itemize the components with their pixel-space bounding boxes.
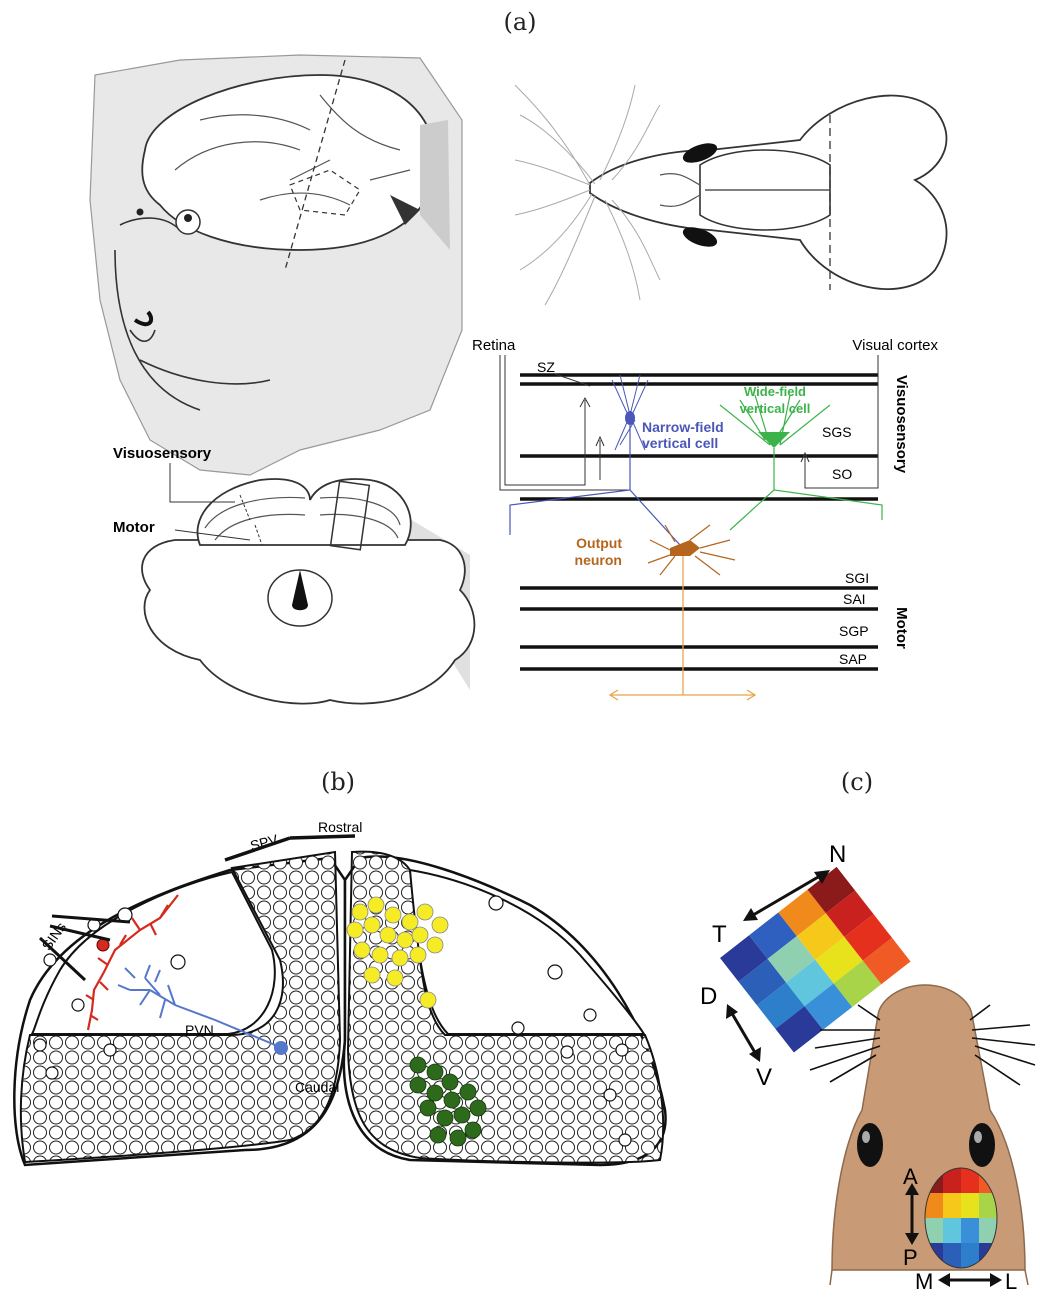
layer-label-sgi: SGI <box>845 570 869 586</box>
tectal-map-cell <box>943 1193 961 1218</box>
larva-eye-right <box>969 1123 995 1167</box>
output-neuron-axon <box>610 556 755 695</box>
label-m: M <box>915 1269 933 1294</box>
label-v: V <box>756 1064 772 1091</box>
mouse-top-illustration <box>515 85 946 305</box>
output-neuron-soma <box>670 540 700 556</box>
layer-label-sap: SAP <box>839 651 867 667</box>
wide-field-axon <box>730 448 882 530</box>
panel-b-label: (b) <box>321 768 355 796</box>
output-neuron-label-1: Output <box>576 535 622 551</box>
label-d: D <box>700 983 717 1010</box>
narrow-field-axon-left <box>510 425 630 535</box>
label-t: T <box>712 921 727 948</box>
narrow-field-label-1: Narrow-field <box>642 419 724 435</box>
label-rostral: Rostral <box>318 819 362 835</box>
label-pvn: PVN <box>185 1022 214 1038</box>
tectal-map-cell <box>961 1218 979 1243</box>
mouse-head-shape <box>590 96 946 290</box>
narrow-field-vertical-cell: Narrow-field vertical cell <box>510 375 724 545</box>
larva-eye-right-highlight <box>974 1131 982 1143</box>
panel-c-label: (c) <box>841 768 873 796</box>
label-visuosensory-side: Visuosensory <box>893 375 910 474</box>
dv-arrowhead-d <box>726 1004 738 1019</box>
label-visuosensory-left: Visuosensory <box>113 445 212 462</box>
narrow-field-label-2: vertical cell <box>642 435 718 451</box>
layer-label-sgp: SGP <box>839 623 869 639</box>
layer-label-sz: SZ <box>537 359 555 375</box>
label-n: N <box>829 841 846 868</box>
wide-field-label-1: Wide-field <box>744 384 806 399</box>
dv-axis-line <box>730 1010 757 1056</box>
ml-arrowhead-l <box>990 1273 1002 1287</box>
label-visual-cortex: Visual cortex <box>852 337 938 354</box>
sc-layer-circuit: Retina Visual cortex SZ SGS SO SGI SAI S… <box>472 337 938 700</box>
brainstem-section: Visuosensory Motor <box>113 445 474 704</box>
rostral-bar <box>290 836 355 838</box>
neuropil-right <box>410 870 644 1034</box>
wide-field-label-2: vertical cell <box>740 401 811 416</box>
layer-label-sgs: SGS <box>822 424 852 440</box>
panel-a-label: (a) <box>503 8 536 36</box>
layer-label-sai: SAI <box>843 591 866 607</box>
layer-label-so: SO <box>832 466 852 482</box>
monkey-eye-far <box>137 209 144 216</box>
mouse-whiskers-left <box>515 85 595 305</box>
label-caudal: Caudal <box>295 1079 339 1095</box>
larva-eye-left <box>857 1123 883 1167</box>
panel-a: Visuosensory Motor Retina Visual cortex … <box>90 55 946 704</box>
larva-eye-left-highlight <box>862 1131 870 1143</box>
label-sins: SINs <box>39 919 70 953</box>
ml-arrowhead-m <box>938 1273 950 1287</box>
superior-colliculi <box>198 479 411 545</box>
label-l: L <box>1005 1269 1017 1294</box>
label-motor-left: Motor <box>113 519 155 536</box>
pvn-neuron-soma <box>274 1041 288 1055</box>
zebrafish-larva-head <box>810 985 1035 1285</box>
tectal-map-cell <box>943 1218 961 1243</box>
panel-c: N T D V A P <box>700 841 1035 1294</box>
label-retina: Retina <box>472 337 516 354</box>
dv-arrowhead-v <box>749 1047 761 1062</box>
narrow-field-soma <box>625 411 635 425</box>
label-p: P <box>903 1245 918 1270</box>
output-neuron-label-2: neuron <box>575 552 622 568</box>
label-motor-side: Motor <box>893 607 910 649</box>
output-neuron: Output neuron <box>575 525 755 700</box>
panel-b: PVN Caudal Rostral SPV SINs <box>14 819 665 1165</box>
tectal-map-cell <box>961 1193 979 1218</box>
monkey-head-illustration <box>90 55 462 475</box>
label-a: A <box>903 1164 918 1189</box>
monkey-pupil <box>184 214 192 222</box>
